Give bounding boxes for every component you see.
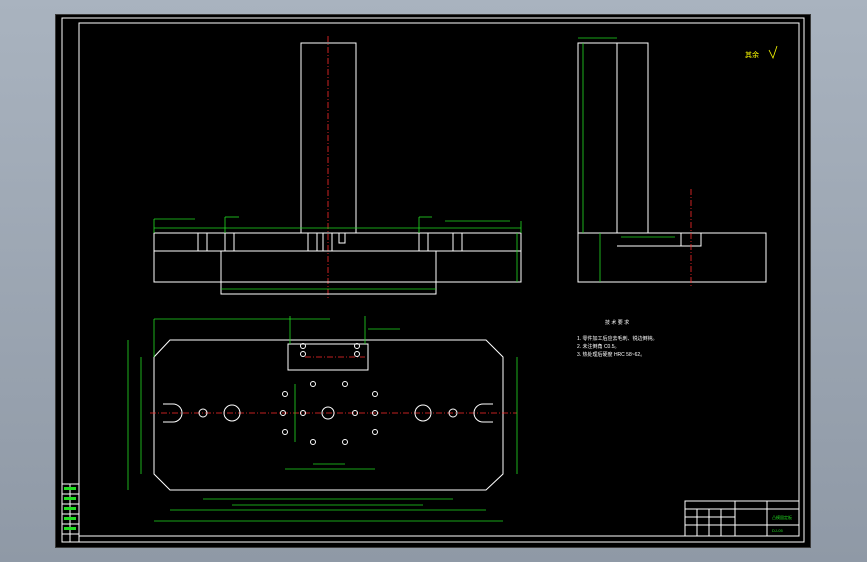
front-hole-6 bbox=[418, 232, 429, 252]
technical-requirement-3: 3. 热处理后硬度 HRC 58~62。 bbox=[577, 351, 645, 358]
technical-requirements: 技 术 要 求 1. 零件加工后应去毛刺、锐边倒钝。 2. 未注倒角 C0.5。… bbox=[577, 319, 658, 358]
cad-drawing: 其余 bbox=[61, 17, 805, 543]
plate-body bbox=[153, 232, 522, 283]
top-slot-right bbox=[473, 403, 493, 423]
technical-requirement-1: 1. 零件加工后应去毛刺、锐边倒钝。 bbox=[577, 335, 658, 342]
top-hole-pattern bbox=[280, 343, 378, 445]
side-punch-outline bbox=[577, 42, 649, 234]
top-hole-small-left bbox=[198, 408, 208, 418]
top-plate-outline bbox=[153, 339, 504, 491]
top-hole-center bbox=[321, 406, 335, 420]
plate-boss bbox=[220, 251, 437, 295]
drawing-outer-border bbox=[61, 17, 805, 543]
front-hole-3 bbox=[307, 232, 318, 252]
front-hole-1 bbox=[197, 232, 208, 252]
front-dimensions bbox=[153, 216, 522, 290]
top-slot-left bbox=[163, 403, 183, 423]
front-hole-5 bbox=[338, 232, 346, 244]
front-hole-4 bbox=[322, 232, 333, 252]
top-punch-outline bbox=[287, 343, 369, 371]
technical-requirement-2: 2. 未注倒角 C0.5。 bbox=[577, 343, 620, 350]
side-view bbox=[577, 37, 767, 286]
roughness-note: 其余 bbox=[745, 45, 778, 60]
punch-body bbox=[300, 42, 357, 234]
top-hole-large-left bbox=[223, 404, 241, 422]
top-view bbox=[127, 316, 518, 522]
title-block-drawing-number: DJ-05 bbox=[772, 528, 783, 533]
roughness-symbol-icon bbox=[768, 45, 778, 60]
roughness-note-text: 其余 bbox=[745, 50, 759, 59]
front-view bbox=[153, 36, 522, 300]
front-hole-2 bbox=[224, 232, 235, 252]
top-hole-small-right bbox=[448, 408, 458, 418]
title-block-part-name: 凸模固定板 bbox=[772, 514, 792, 520]
title-block: 凸模固定板 DJ-05 bbox=[684, 500, 800, 537]
front-hole-7 bbox=[452, 232, 463, 252]
drawing-inner-frame bbox=[78, 22, 800, 537]
revision-strip bbox=[61, 483, 80, 543]
top-dimensions bbox=[127, 316, 518, 522]
side-dimensions bbox=[578, 37, 675, 282]
top-hole-large-right bbox=[414, 404, 432, 422]
side-plate bbox=[577, 232, 767, 283]
technical-requirements-title: 技 术 要 求 bbox=[605, 319, 629, 326]
cad-drawing-viewport[interactable]: 其余 bbox=[55, 14, 811, 548]
